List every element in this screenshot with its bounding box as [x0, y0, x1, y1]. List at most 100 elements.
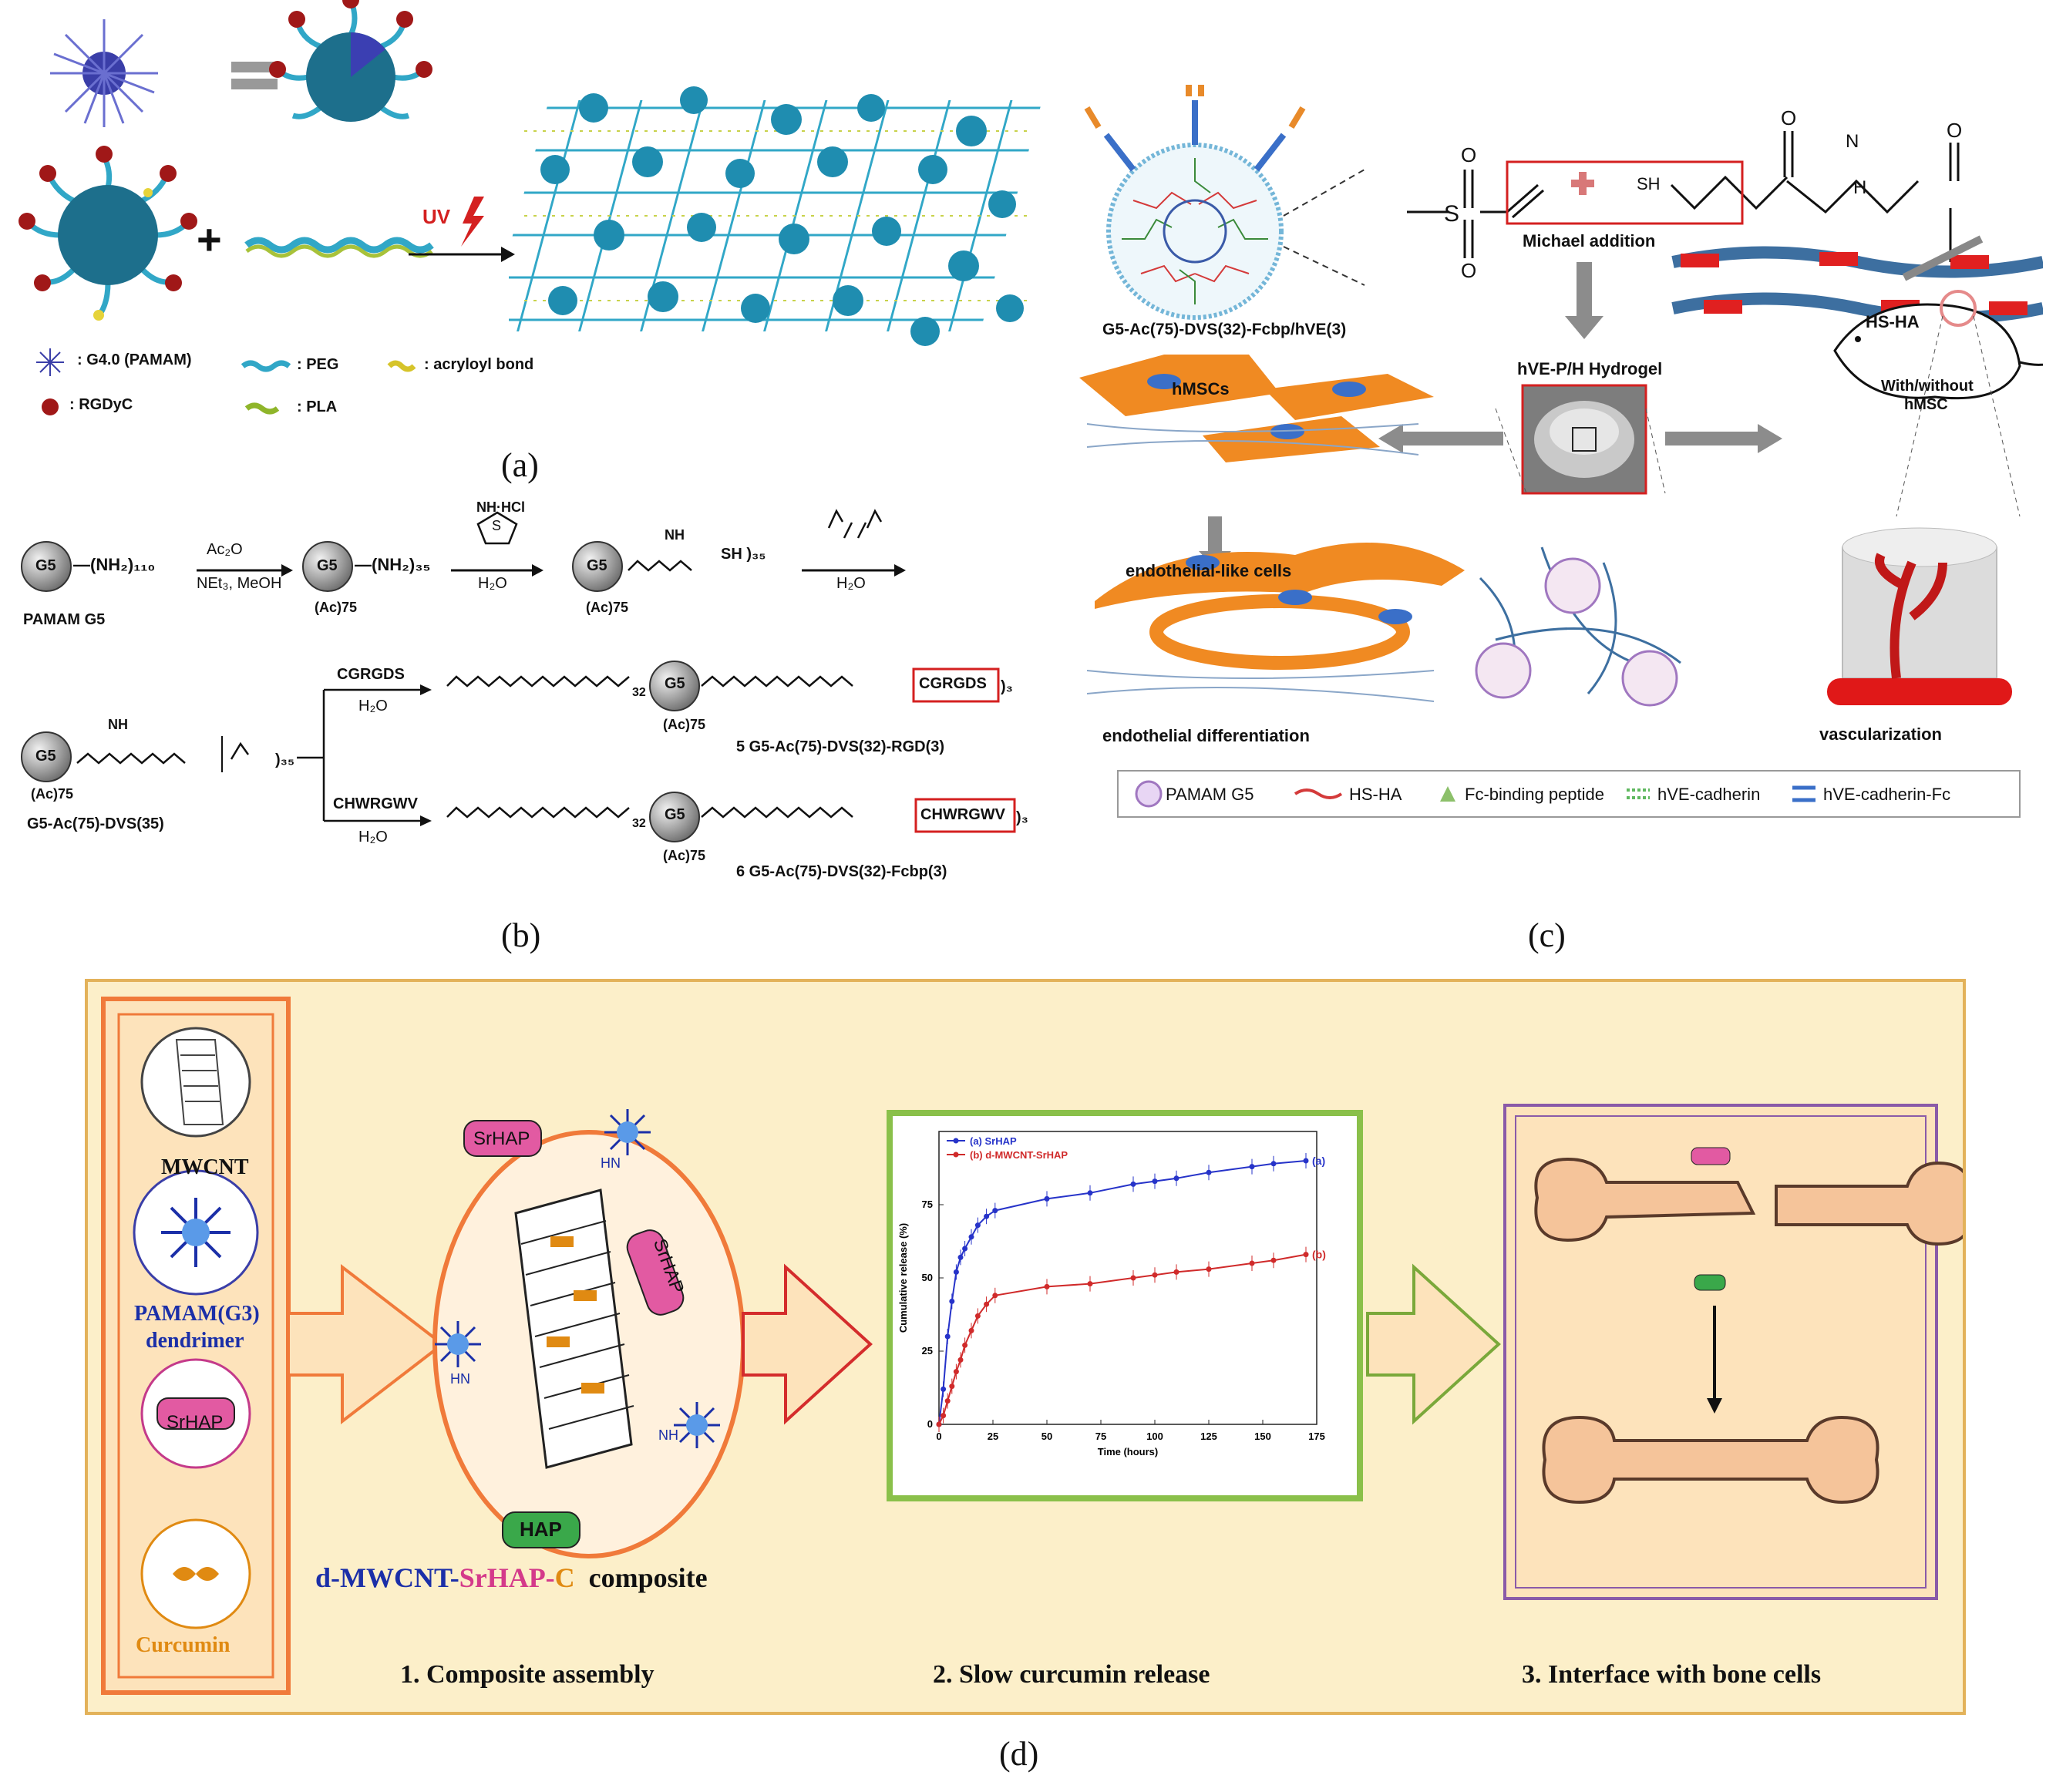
svg-text:O: O: [1461, 259, 1476, 282]
composite-caption: d-MWCNT-SrHAP-C composite: [315, 1562, 708, 1593]
component-mwcnt: MWCNT: [161, 1155, 249, 1179]
x-tick-label: 25: [988, 1431, 998, 1442]
pamam-sphere-icon: [269, 0, 432, 122]
y-tick-label: 0: [927, 1418, 933, 1430]
data-point: [1303, 1252, 1309, 1258]
data-point: [992, 1293, 998, 1299]
caption-d: (d): [999, 1735, 1039, 1773]
svg-text:O: O: [1461, 143, 1476, 166]
y-axis-label: Cumulative release (%): [897, 1223, 909, 1333]
data-point: [984, 1213, 990, 1219]
sub3-label-2: )₃: [1016, 809, 1028, 826]
srhap-icon: [156, 1397, 235, 1430]
svg-text:O: O: [1781, 106, 1796, 129]
branch2-peptide: CHWRGWV: [920, 806, 1005, 823]
reagent3-bottom: H₂O: [836, 575, 866, 592]
hap-tag-icon: [502, 1511, 580, 1548]
thiol-group: SH )₃₅: [721, 546, 766, 563]
data-point: [957, 1357, 964, 1363]
data-point: [953, 1269, 959, 1275]
lightning-icon: [461, 197, 484, 247]
legend-peg-label: : PEG: [297, 356, 339, 373]
data-point: [962, 1246, 968, 1252]
hn-tag-2: HN: [601, 1155, 621, 1171]
data-point: [949, 1298, 955, 1304]
component-srhap: SrHAP: [167, 1412, 224, 1433]
data-point: [1173, 1269, 1179, 1275]
data-point: [949, 1384, 955, 1390]
series-end-label: (a): [1312, 1155, 1325, 1167]
sub32-label-2: 32: [632, 817, 646, 830]
vascularization-label: vascularization: [1819, 725, 1942, 744]
mwcnt-icon: [140, 1027, 251, 1138]
data-point: [1249, 1260, 1255, 1266]
broken-bone-icon: [1534, 1157, 1963, 1246]
panel-b-scheme: [21, 509, 1016, 842]
legend-pla-icon: [244, 402, 280, 415]
svg-text:O: O: [1947, 119, 1962, 142]
hydrogel-network: [509, 86, 1041, 346]
data-point: [1152, 1178, 1158, 1185]
data-point: [968, 1234, 974, 1240]
data-point: [1173, 1175, 1179, 1182]
data-point: [974, 1222, 981, 1229]
legend-label: (a) SrHAP: [970, 1135, 1017, 1147]
n-label: N: [1846, 131, 1859, 152]
nh-tag: NH: [658, 1427, 678, 1443]
legend-box: [1117, 770, 2021, 818]
legend-hve-fc-icon: [1792, 785, 1815, 802]
panel-d-graphic: [101, 997, 1963, 1695]
component-dendrimer: dendrimer: [146, 1329, 244, 1353]
g5-label-5: G5: [665, 675, 685, 692]
component-curcumin: Curcumin: [136, 1633, 231, 1657]
data-point: [1270, 1257, 1277, 1263]
caption-c: (c): [1528, 916, 1566, 954]
data-point: [1044, 1283, 1050, 1289]
hmsc-label: hMSC: [1904, 396, 1948, 413]
panel-a-graphic: + UV: [19, 0, 515, 415]
healed-bone-icon: [1542, 1415, 1879, 1505]
legend-marker: [953, 1152, 959, 1158]
ac75-label-2: (Ac)75: [586, 600, 629, 615]
data-point: [944, 1333, 951, 1340]
ac75-label-4: (Ac)75: [663, 717, 706, 732]
dendrimer-name: G5-Ac(75)-DVS(32)-Fcbp/hVE(3): [1102, 321, 1347, 338]
legend-pamam-icon: [36, 348, 64, 376]
data-point: [984, 1301, 990, 1307]
x-tick-label: 150: [1254, 1431, 1271, 1442]
network-icon: [1475, 408, 1681, 707]
reagent2-top: NH·HCl: [476, 499, 525, 515]
sh-label: SH: [1637, 174, 1661, 193]
branch1-name: 5 G5-Ac(75)-DVS(32)-RGD(3): [736, 738, 945, 755]
step-2-label: 2. Slow curcumin release: [933, 1660, 1210, 1689]
h-label: H: [1853, 177, 1867, 198]
nanotube-composite-icon: [514, 1189, 634, 1469]
legend-hve-cadherin-icon: [1627, 788, 1650, 799]
reagent1-top: Ac₂O: [207, 541, 243, 558]
legend-rgd-label: : RGDyC: [69, 396, 133, 413]
caption-a: (a): [501, 446, 539, 484]
svg-text:+: +: [197, 215, 222, 264]
legend-c-item-1: HS-HA: [1349, 785, 1402, 804]
data-point: [1087, 1281, 1093, 1287]
legend-hsha-icon: [1294, 788, 1343, 799]
nh2-110: —(NH₂)₁₁₀: [73, 555, 156, 574]
series-line-0: [938, 1160, 1307, 1425]
ac75-label-3: (Ac)75: [31, 786, 74, 802]
michael-addition-label: Michael addition: [1523, 231, 1656, 250]
series-line-1: [938, 1253, 1307, 1425]
step-3-label: 3. Interface with bone cells: [1522, 1660, 1822, 1689]
endo-like-label: endothelial-like cells: [1126, 561, 1292, 580]
data-point: [957, 1254, 964, 1260]
hap-tag: HAP: [520, 1518, 562, 1541]
y-tick-label: 50: [922, 1272, 933, 1283]
data-point: [1152, 1272, 1158, 1278]
data-point: [944, 1398, 951, 1404]
reagent1-bottom: NEt₃, MeOH: [197, 575, 282, 592]
legend-fc-peptide-icon: [1440, 786, 1455, 802]
pamam-g5-label: PAMAM G5: [23, 611, 106, 628]
legend-pamam-g5-icon: [1135, 780, 1163, 808]
data-point: [1087, 1190, 1093, 1196]
